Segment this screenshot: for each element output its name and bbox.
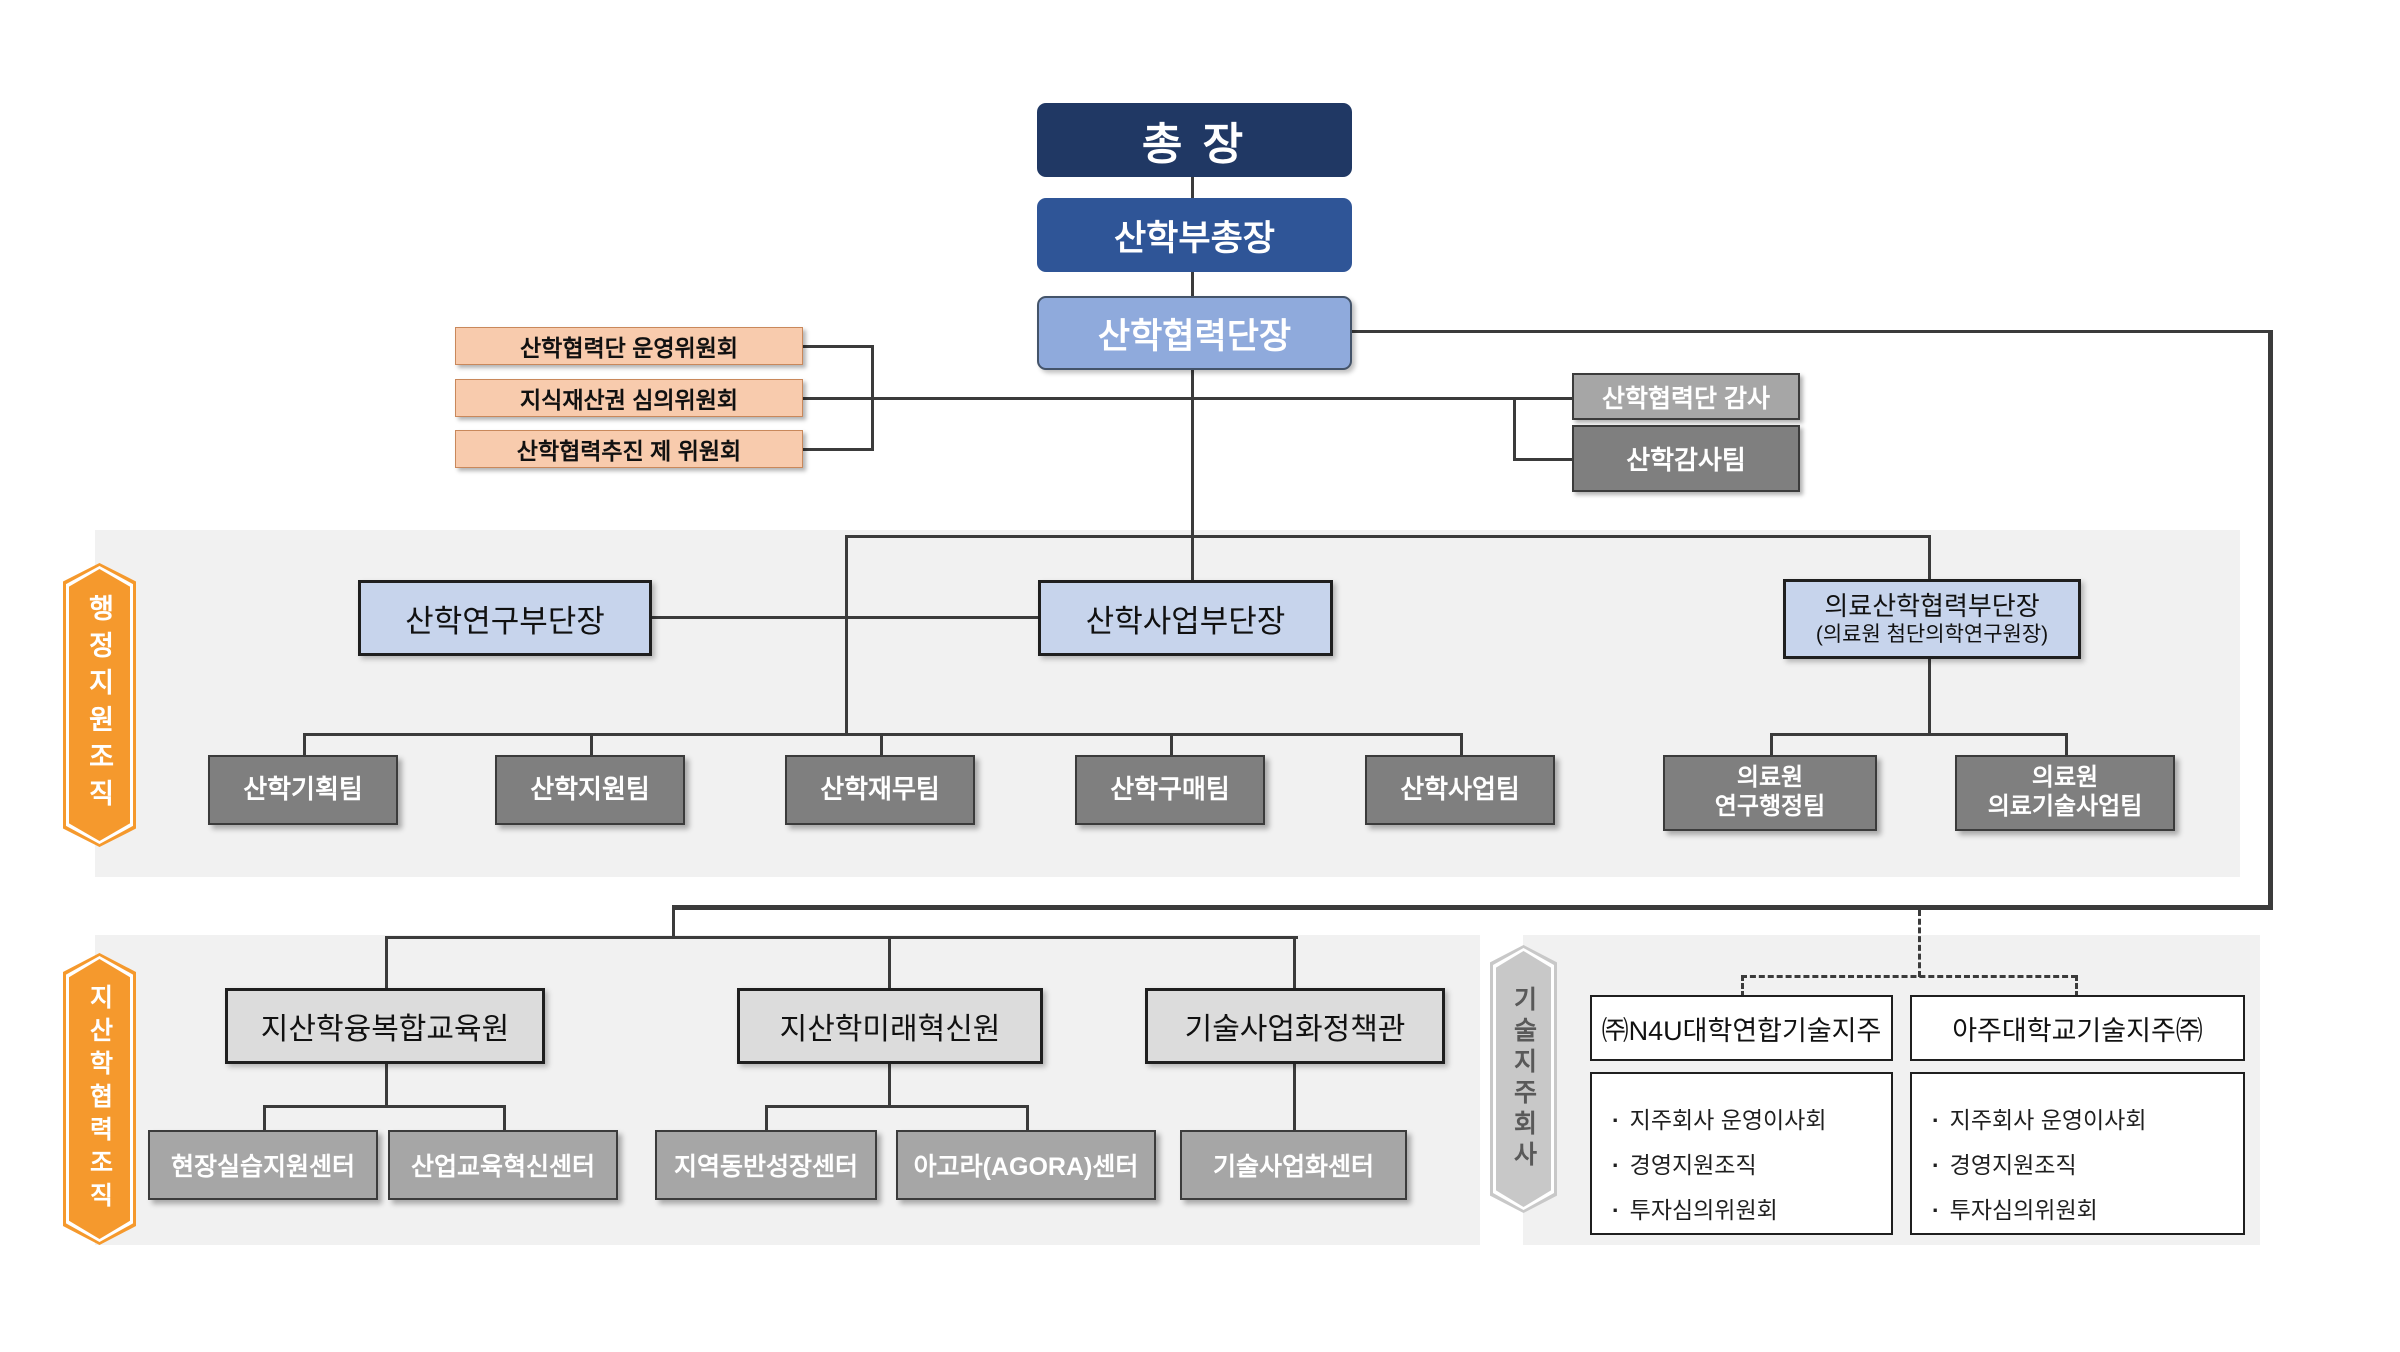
deputy-medical-box: 의료산학협력부단장 (의료원 첨단의학연구원장)	[1783, 579, 2081, 659]
dashed-connector	[1741, 975, 1744, 997]
section-label-admin: 행정지원조직	[63, 563, 136, 847]
box-president: 총 장	[1037, 103, 1352, 177]
connector	[385, 936, 388, 988]
connector	[1026, 1105, 1029, 1130]
connector	[888, 936, 891, 988]
holding-company-n4u-body: 지주회사 운영이사회 경영지원조직 투자심의위원회	[1590, 1072, 1893, 1235]
connector	[385, 936, 1298, 939]
connector	[765, 1105, 1028, 1108]
connector	[385, 1063, 388, 1107]
connector	[1191, 397, 1572, 400]
team-box-medical-tech-business: 의료원 의료기술사업팀	[1955, 755, 2175, 831]
team-box-planning: 산학기획팀	[208, 755, 398, 825]
hexagon-shape	[69, 959, 130, 1239]
audit-team-box: 산학감사팀	[1572, 425, 1800, 492]
holding-company-ajou-header: 아주대학교기술지주㈜	[1910, 995, 2245, 1061]
connector	[1352, 330, 2270, 333]
connector	[1513, 397, 1516, 461]
connector	[765, 1105, 768, 1130]
institute-box-convergence-education: 지산학융복합교육원	[225, 988, 545, 1064]
list-item: 지주회사 운영이사회	[1932, 1098, 2147, 1143]
connector	[803, 397, 872, 400]
connector	[1170, 733, 1173, 755]
connector	[672, 905, 2273, 910]
connector	[880, 733, 883, 755]
connector	[1293, 936, 1296, 988]
team-box-finance: 산학재무팀	[785, 755, 975, 825]
connector	[303, 733, 306, 755]
section-label-holding: 기술지주회사	[1490, 945, 1557, 1213]
connector	[803, 448, 872, 451]
hexagon-shape	[69, 569, 130, 841]
connector	[1513, 458, 1572, 461]
connector	[672, 905, 675, 938]
connector	[1293, 1063, 1296, 1130]
deputy-medical-title: 의료산학협력부단장	[1824, 591, 2040, 622]
connector	[590, 733, 593, 755]
deputy-business-box: 산학사업부단장	[1038, 580, 1333, 656]
connector	[845, 535, 1931, 538]
team-box-support: 산학지원팀	[495, 755, 685, 825]
committee-ip-review-box: 지식재산권 심의위원회	[455, 379, 803, 417]
connector	[1191, 272, 1194, 296]
connector	[803, 345, 872, 348]
list-item: 투자심의위원회	[1612, 1188, 1778, 1233]
team-box-medical-research-admin: 의료원 연구행정팀	[1663, 755, 1877, 831]
connector	[2065, 733, 2068, 755]
deputy-research-box: 산학연구부단장	[358, 580, 652, 656]
connector	[2268, 330, 2273, 910]
connector	[1928, 535, 1931, 580]
hexagon-shape	[1496, 951, 1551, 1207]
connector	[263, 1105, 505, 1108]
center-box-tech-commercialization: 기술사업화센터	[1180, 1130, 1407, 1200]
section-label-regional: 지산학협력조직	[63, 953, 136, 1245]
committee-promotion-box: 산학협력추진 제 위원회	[455, 430, 803, 468]
connector	[503, 1105, 506, 1130]
box-foundation-head: 산학협력단장	[1037, 296, 1352, 370]
center-box-agora: 아고라(AGORA)센터	[896, 1130, 1156, 1200]
connector	[1191, 177, 1194, 198]
connector	[1191, 370, 1194, 580]
section-label-admin-text: 행정지원조직	[84, 594, 114, 816]
list-item: 지주회사 운영이사회	[1612, 1098, 1827, 1143]
connector	[888, 1063, 891, 1107]
connector	[845, 535, 848, 733]
connector	[263, 1105, 266, 1130]
list-item: 투자심의위원회	[1932, 1188, 2098, 1233]
center-box-field-practice: 현장실습지원센터	[148, 1130, 378, 1200]
center-box-regional-growth: 지역동반성장센터	[655, 1130, 877, 1200]
connector	[1460, 733, 1463, 755]
dashed-connector	[2075, 975, 2078, 997]
section-label-holding-text: 기술지주회사	[1509, 986, 1538, 1172]
committee-operating-box: 산학협력단 운영위원회	[455, 327, 803, 365]
audit-title-box: 산학협력단 감사	[1572, 373, 1800, 420]
dashed-connector	[1918, 910, 1921, 977]
connector	[1770, 733, 2068, 736]
center-box-industry-education: 산업교육혁신센터	[388, 1130, 618, 1200]
institute-box-tech-commercialization-policy: 기술사업화정책관	[1145, 988, 1445, 1064]
institute-box-future-innovation: 지산학미래혁신원	[737, 988, 1043, 1064]
holding-company-ajou-body: 지주회사 운영이사회 경영지원조직 투자심의위원회	[1910, 1072, 2245, 1235]
team-box-business: 산학사업팀	[1365, 755, 1555, 825]
list-item: 경영지원조직	[1612, 1143, 1757, 1188]
connector	[303, 733, 1463, 736]
connector	[1928, 658, 1931, 733]
connector	[871, 397, 1191, 400]
section-label-regional-text: 지산학협력조직	[85, 983, 114, 1215]
deputy-medical-subtitle: (의료원 첨단의학연구원장)	[1815, 622, 2049, 646]
dashed-connector	[1741, 975, 2077, 978]
box-vice-president: 산학부총장	[1037, 198, 1352, 272]
connector	[652, 616, 1038, 619]
connector	[1770, 733, 1773, 755]
holding-company-n4u-header: ㈜N4U대학연합기술지주	[1590, 995, 1893, 1061]
team-box-purchasing: 산학구매팀	[1075, 755, 1265, 825]
list-item: 경영지원조직	[1932, 1143, 2077, 1188]
